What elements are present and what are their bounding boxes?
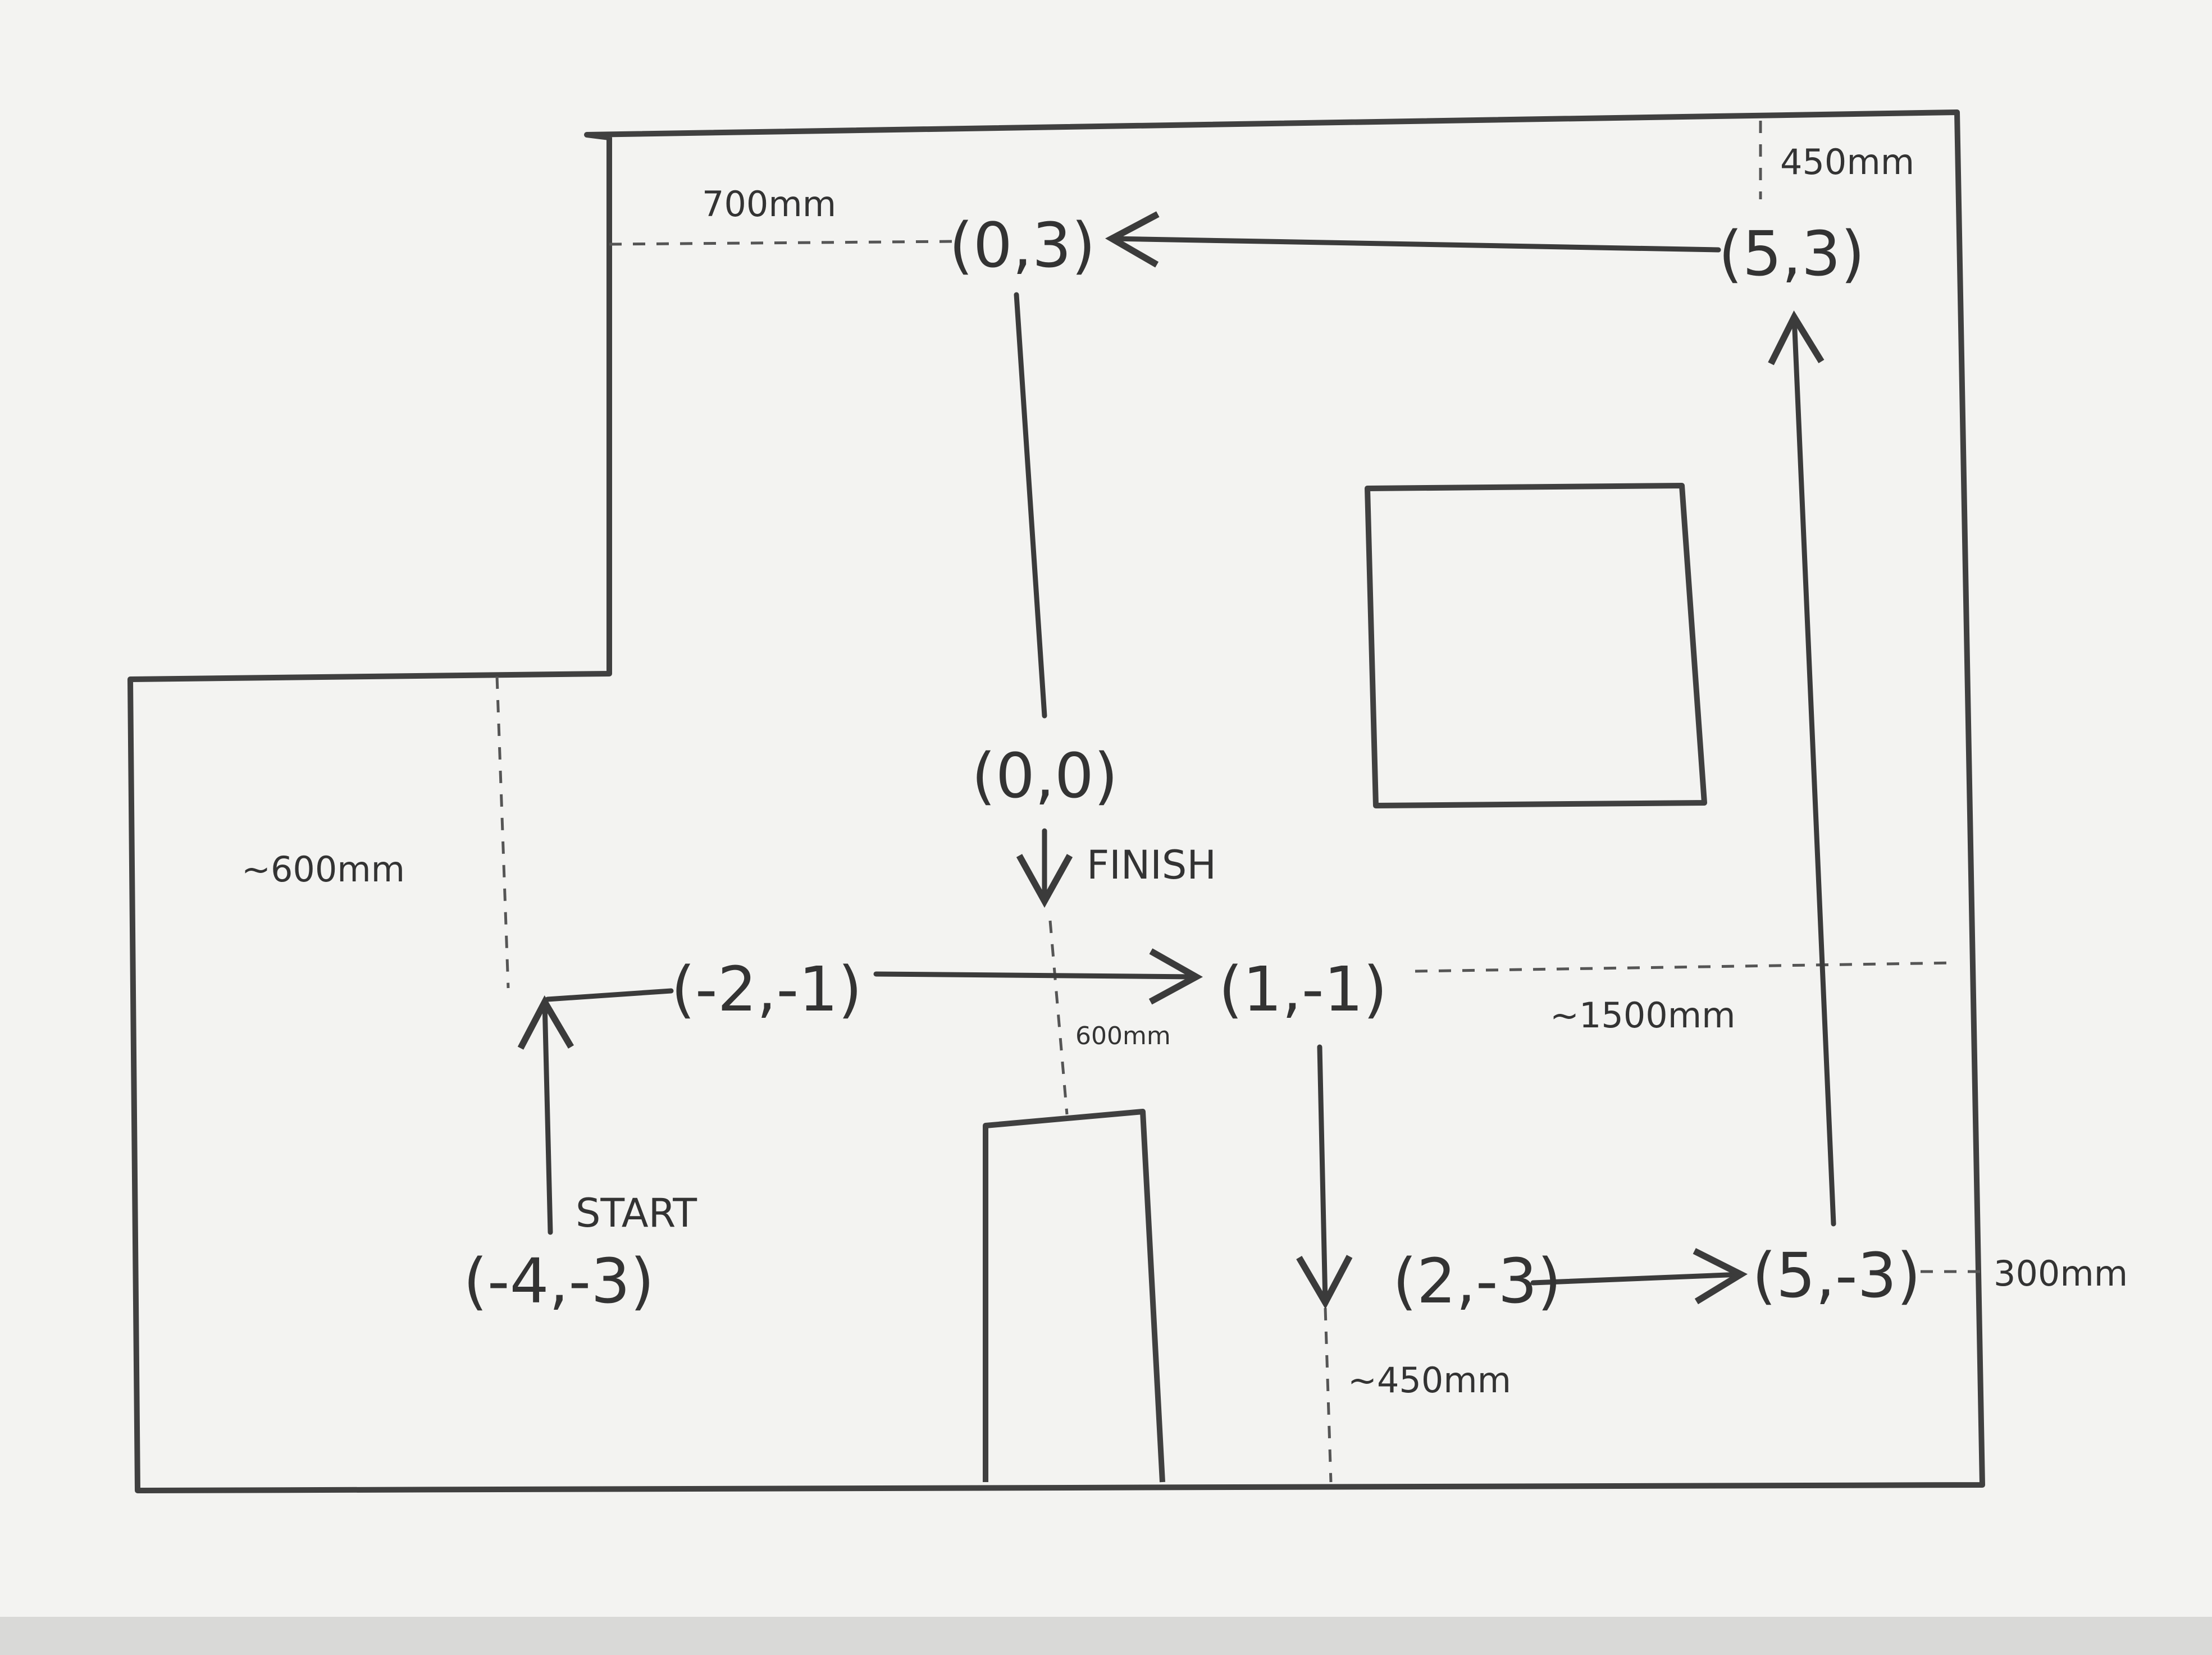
dimension-label-top-right: 450mm: [1780, 141, 1914, 182]
dimension-label-middle: 600mm: [1075, 1022, 1171, 1050]
point-label-0-3: (0,3): [949, 209, 1096, 281]
start-label: START: [576, 1190, 697, 1236]
point-label-1-m1: (1,-1): [1219, 953, 1387, 1025]
dimension-label-left: ~600mm: [241, 849, 405, 890]
point-label-0-0: (0,0): [972, 740, 1118, 812]
point-label-5-m3: (5,-3): [1752, 1240, 1921, 1311]
finish-label: FINISH: [1087, 842, 1216, 888]
point-label-5-3: (5,3): [1718, 218, 1865, 290]
dimension-label-bottom: ~450mm: [1348, 1360, 1511, 1401]
dimension-label-right-mid: ~1500mm: [1550, 995, 1736, 1036]
point-label-m4-m3: (-4,-3): [463, 1245, 654, 1317]
path-segment-m2-m1-to-1-m1: [876, 974, 1196, 977]
point-label-m2-m1: (-2,-1): [671, 953, 862, 1025]
dimension-label-right-bottom: 300mm: [1994, 1253, 2128, 1294]
dimension-label-top-left: 700mm: [702, 184, 836, 225]
point-label-2-m3: (2,-3): [1393, 1245, 1561, 1317]
